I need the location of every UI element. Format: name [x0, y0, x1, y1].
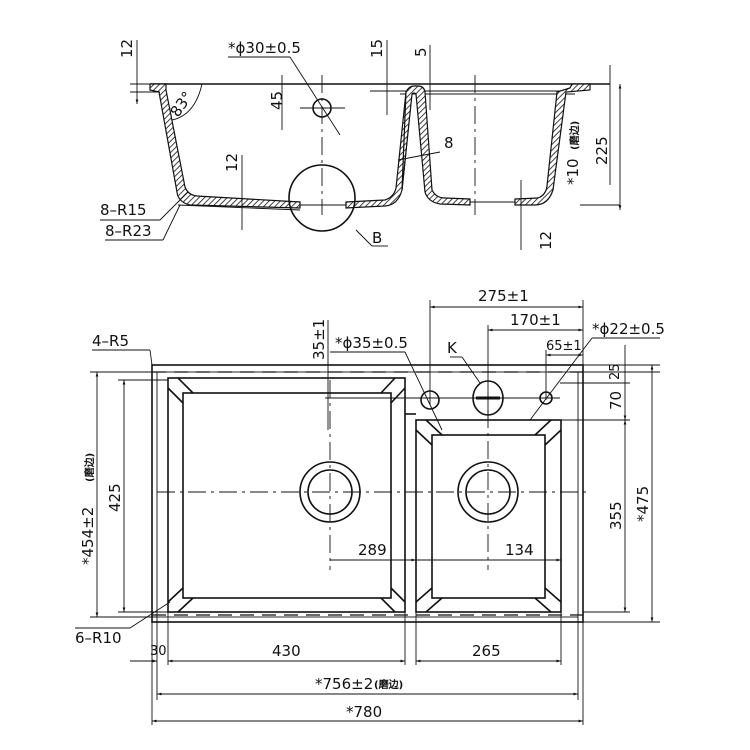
radius-inner: 8–R15 — [100, 201, 147, 219]
corner-r10: 6–R10 — [75, 629, 122, 647]
detail-label: B — [372, 229, 382, 247]
dim-22-hole: *ϕ22±0.5 — [592, 320, 665, 338]
dim-65: 65±1 — [546, 339, 582, 354]
right-bowl — [415, 419, 562, 613]
dim-425: 425 — [106, 483, 124, 512]
dim-divider-drop: 15 — [368, 39, 386, 58]
dim-70: 70 — [607, 391, 625, 410]
radius-outer: 8–R23 — [105, 222, 152, 240]
dim-edge: *10 — [564, 158, 582, 185]
divider-section — [401, 85, 471, 206]
right-bowl-section — [514, 83, 591, 206]
dim-rim-thickness: 12 — [118, 39, 136, 58]
corner-r5: 4–R5 — [92, 332, 129, 350]
detail-b-circle — [288, 164, 356, 232]
dim-bottom-right: 12 — [537, 231, 555, 250]
dim-hole-offset: 45 — [268, 91, 286, 110]
dim-35: 35±1 — [310, 319, 328, 360]
right-drain — [457, 461, 519, 523]
dim-134: 134 — [505, 541, 534, 559]
dim-depth: 225 — [593, 136, 611, 165]
dim-756-note: (磨边) — [374, 678, 403, 691]
dim-475: *475 — [634, 486, 652, 522]
dim-275: 275±1 — [478, 287, 529, 305]
dim-265: 265 — [472, 642, 501, 660]
dim-25: 25 — [608, 363, 623, 380]
dim-289: 289 — [358, 541, 387, 559]
dim-454-note: (磨边) — [83, 453, 96, 482]
dim-35-hole: *ϕ35±0.5 — [335, 334, 408, 352]
dim-30: 30 — [150, 644, 167, 659]
dim-right-rim: 5 — [412, 47, 430, 57]
left-bowl — [167, 377, 406, 613]
label-k: K — [447, 339, 458, 357]
plan-view: 275±1 170±1 65±1 *ϕ22±0.5 *ϕ35±0.5 35±1 … — [75, 287, 665, 725]
dim-355: 355 — [607, 501, 625, 530]
dim-drain-hole: *ϕ30±0.5 — [228, 39, 301, 57]
dim-454: *454±2 — [79, 507, 97, 565]
dim-430: 430 — [272, 642, 301, 660]
dim-756: *756±2 — [315, 675, 373, 693]
dim-170: 170±1 — [510, 311, 561, 329]
sink-outline — [151, 364, 584, 623]
dim-bottom-thickness: 12 — [223, 153, 241, 172]
section-view: 12 *ϕ30±0.5 45 15 5 83° 8 12 12 225 *10 … — [100, 39, 622, 250]
dim-wall: 8 — [444, 134, 454, 152]
dim-780: *780 — [346, 703, 382, 721]
edge-note: (磨边) — [568, 121, 581, 150]
